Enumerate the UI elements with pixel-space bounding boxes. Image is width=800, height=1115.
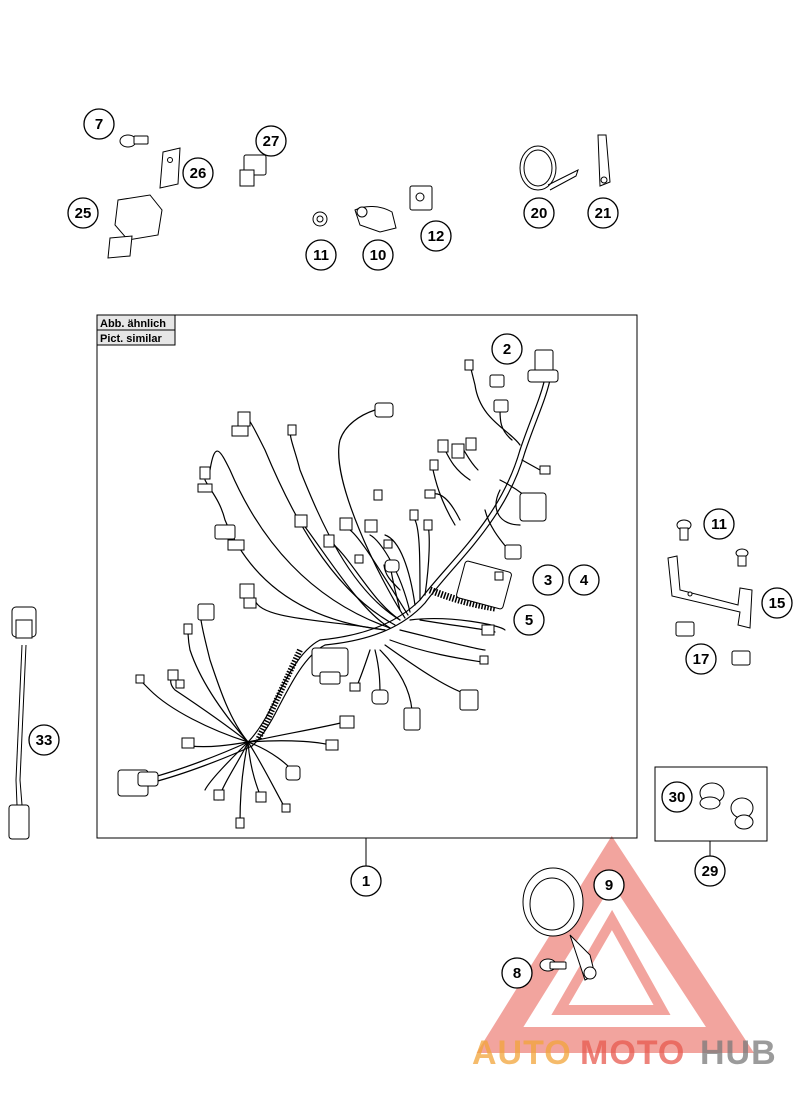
frame-29 bbox=[654, 766, 768, 842]
callout-5: 5 bbox=[513, 604, 545, 636]
callout-15-label: 15 bbox=[769, 595, 786, 612]
callout-21: 21 bbox=[587, 197, 619, 229]
part-clip-12 bbox=[409, 185, 433, 211]
braided-sleeves bbox=[255, 586, 496, 742]
part-screw-7 bbox=[119, 134, 149, 148]
callout-33-label: 33 bbox=[36, 732, 53, 749]
callout-10: 10 bbox=[362, 239, 394, 271]
callout-29: 29 bbox=[694, 855, 726, 887]
callout-2: 2 bbox=[491, 333, 523, 365]
callout-9-label: 9 bbox=[605, 877, 613, 894]
callout-11-top-label: 11 bbox=[313, 247, 329, 264]
connector-top-right bbox=[534, 349, 554, 373]
callout-9: 9 bbox=[593, 869, 625, 901]
callout-25-label: 25 bbox=[75, 205, 92, 222]
callout-27-label: 27 bbox=[263, 133, 280, 150]
callout-3: 3 bbox=[532, 564, 564, 596]
callout-11-top: 11 bbox=[305, 239, 337, 271]
callouts: 7 26 25 27 11 10 12 20 21 2 3 4 5 1 11 1… bbox=[28, 108, 793, 989]
part-nut-11 bbox=[312, 211, 328, 227]
part-relay-25 bbox=[107, 194, 163, 259]
label-abb-aehnlich: Abb. ähnlich bbox=[100, 318, 166, 330]
callout-26: 26 bbox=[182, 157, 214, 189]
brand-hub: HUB bbox=[700, 1034, 777, 1072]
callout-15: 15 bbox=[761, 587, 793, 619]
callout-20-label: 20 bbox=[531, 205, 548, 222]
brand-auto: AUTO bbox=[472, 1034, 572, 1072]
part-bolt-11 bbox=[676, 519, 749, 567]
callout-33: 33 bbox=[28, 724, 60, 756]
part-strap-21 bbox=[597, 134, 611, 187]
harness-frame bbox=[96, 314, 638, 839]
brand-moto: MOTO bbox=[580, 1034, 685, 1072]
callout-7-label: 7 bbox=[95, 116, 103, 133]
callout-21-label: 21 bbox=[595, 205, 612, 222]
part-clamp-10 bbox=[354, 206, 397, 233]
callout-7: 7 bbox=[83, 108, 115, 140]
label-pict-similar: Pict. similar bbox=[100, 333, 162, 345]
callout-8: 8 bbox=[501, 957, 533, 989]
harness-connectors bbox=[117, 349, 559, 829]
part-cable-tie-20 bbox=[519, 145, 579, 191]
part-bracket-15 bbox=[667, 555, 753, 629]
callout-4-label: 4 bbox=[580, 572, 589, 589]
part-holder-27 bbox=[239, 154, 267, 187]
callout-20: 20 bbox=[523, 197, 555, 229]
callout-2-label: 2 bbox=[503, 341, 511, 358]
part-cable-33 bbox=[8, 606, 37, 840]
callout-8-label: 8 bbox=[513, 965, 521, 982]
callout-11-right-label: 11 bbox=[711, 516, 727, 533]
callout-5-label: 5 bbox=[525, 612, 533, 629]
callout-3-label: 3 bbox=[544, 572, 552, 589]
callout-11-right: 11 bbox=[703, 508, 735, 540]
callout-17: 17 bbox=[685, 643, 717, 675]
part-bolt-8 bbox=[539, 958, 597, 980]
part-clamp-30 bbox=[699, 782, 754, 830]
callout-27: 27 bbox=[255, 125, 287, 157]
callout-12: 12 bbox=[420, 220, 452, 252]
callout-26-label: 26 bbox=[190, 165, 207, 182]
callout-1: 1 bbox=[350, 865, 382, 897]
part-horn-9 bbox=[522, 867, 596, 981]
callout-4: 4 bbox=[568, 564, 600, 596]
callout-17-label: 17 bbox=[693, 651, 710, 668]
callout-10-label: 10 bbox=[370, 247, 387, 264]
callout-1-label: 1 bbox=[362, 873, 370, 890]
callout-29-label: 29 bbox=[702, 863, 719, 880]
similar-label-box: Abb. ähnlich Pict. similar bbox=[96, 314, 176, 346]
callout-30: 30 bbox=[661, 781, 693, 813]
callout-30-label: 30 bbox=[669, 789, 686, 806]
callout-12-label: 12 bbox=[428, 228, 445, 245]
part-clips-17 bbox=[675, 621, 751, 666]
part-bracket-26 bbox=[159, 147, 181, 189]
watermark-brand: AUTO MOTO HUB bbox=[472, 1034, 777, 1072]
callout-25: 25 bbox=[67, 197, 99, 229]
